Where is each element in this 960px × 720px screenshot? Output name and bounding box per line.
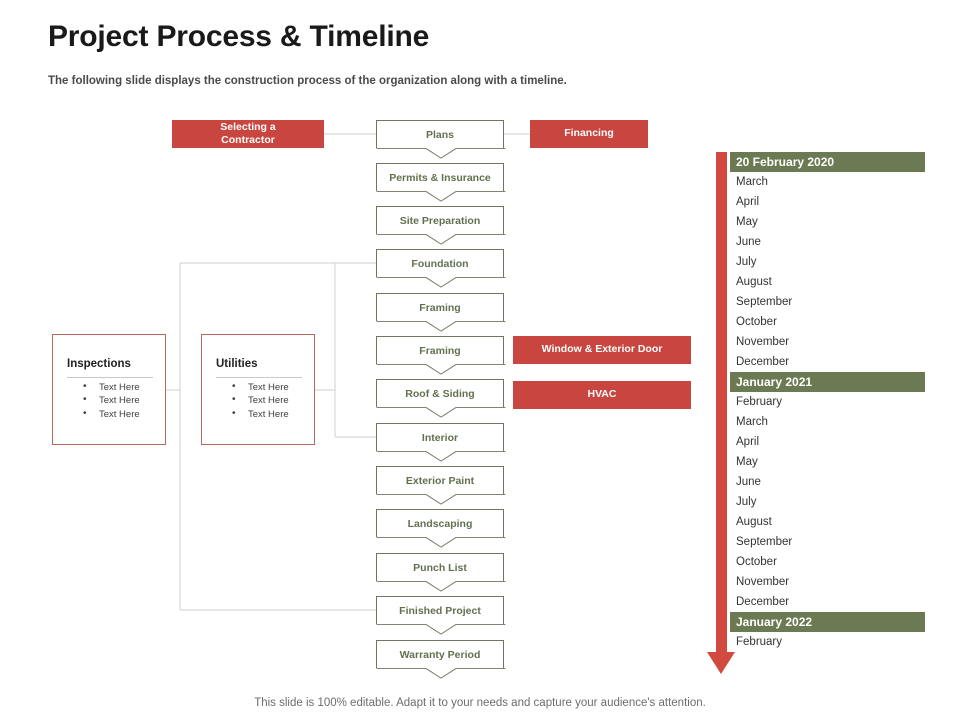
process-step-label: Framing (419, 344, 461, 357)
process-step[interactable]: Permits & Insurance (376, 163, 506, 202)
process-step[interactable]: Finished Project (376, 596, 506, 635)
process-step[interactable]: Warranty Period (376, 640, 506, 679)
callout-financing[interactable]: Financing (530, 120, 648, 148)
timeline-month[interactable]: April (736, 436, 760, 448)
timeline-month[interactable]: April (736, 196, 760, 208)
callout-hvac[interactable]: HVAC (513, 381, 691, 409)
process-step[interactable]: Landscaping (376, 509, 506, 548)
panel-title: Utilities (216, 358, 258, 370)
process-step[interactable]: Framing (376, 336, 506, 375)
timeline-month[interactable]: February (736, 396, 783, 408)
list-item: Text Here (83, 407, 140, 421)
timeline-month[interactable]: August (736, 276, 772, 288)
timeline-month[interactable]: February (736, 636, 783, 648)
process-step-label: Punch List (413, 561, 467, 574)
slide-subtitle: The following slide displays the constru… (48, 75, 567, 87)
chevron-down-icon (376, 494, 506, 505)
panel-bullet-list: Text HereText HereText Here (67, 380, 140, 421)
chevron-down-icon (376, 148, 506, 159)
process-step-label: Site Preparation (399, 214, 481, 227)
panel-inspections[interactable]: InspectionsText HereText HereText Here (52, 334, 166, 445)
process-step[interactable]: Plans (376, 120, 506, 159)
list-item: Text Here (83, 393, 140, 407)
callout-label: Financing (564, 127, 614, 140)
process-step[interactable]: Foundation (376, 249, 506, 288)
slide-footer: This slide is 100% editable. Adapt it to… (254, 697, 706, 709)
slide-title: Project Process & Timeline (48, 20, 430, 53)
timeline-month[interactable]: November (736, 336, 790, 348)
callout-label: Selecting a Contractor (220, 120, 276, 146)
timeline-year-header[interactable]: 20 February 2020 (730, 152, 925, 172)
process-step-label: Foundation (411, 257, 469, 270)
timeline-month[interactable]: June (736, 476, 761, 488)
chevron-down-icon (376, 451, 506, 462)
process-step-label: Plans (425, 128, 454, 141)
process-step[interactable]: Interior (376, 423, 506, 462)
timeline-month[interactable]: December (736, 356, 790, 368)
timeline-month[interactable]: October (736, 316, 777, 328)
panel-bullet-list: Text HereText HereText Here (216, 380, 289, 421)
list-item: Text Here (232, 393, 289, 407)
panel-divider (67, 377, 153, 378)
timeline-month[interactable]: September (736, 536, 793, 548)
process-step-label: Warranty Period (399, 648, 481, 661)
chevron-down-icon (376, 624, 506, 635)
process-step-label: Landscaping (407, 517, 473, 530)
timeline-month[interactable]: November (736, 576, 790, 588)
list-item: Text Here (232, 407, 289, 421)
chevron-down-icon (376, 581, 506, 592)
chevron-down-icon (376, 668, 506, 679)
timeline-month[interactable]: December (736, 596, 790, 608)
process-step-label: Framing (419, 301, 461, 314)
process-step-label: Interior (421, 431, 459, 444)
timeline-month[interactable]: September (736, 296, 793, 308)
process-step-label: Finished Project (399, 604, 481, 617)
timeline-year-header[interactable]: January 2022 (730, 612, 925, 632)
process-step-label: Exterior Paint (405, 474, 475, 487)
process-step[interactable]: Roof & Siding (376, 379, 506, 418)
chevron-down-icon (376, 191, 506, 202)
process-step[interactable]: Site Preparation (376, 206, 506, 245)
timeline-bar (716, 152, 727, 652)
callout-window-exterior-door[interactable]: Window & Exterior Door (513, 336, 691, 364)
chevron-down-icon (376, 321, 506, 332)
timeline-month[interactable]: May (736, 456, 758, 468)
panel-divider (216, 377, 302, 378)
timeline-month[interactable]: July (736, 256, 757, 268)
timeline-month[interactable]: June (736, 236, 761, 248)
chevron-down-icon (376, 537, 506, 548)
list-item: Text Here (232, 380, 289, 394)
process-step-label: Permits & Insurance (389, 171, 491, 184)
timeline-arrow-icon (707, 652, 735, 674)
timeline-month[interactable]: October (736, 556, 777, 568)
callout-selecting-a-contractor[interactable]: Selecting a Contractor (172, 120, 324, 148)
timeline-month[interactable]: July (736, 496, 757, 508)
timeline-month[interactable]: May (736, 216, 758, 228)
process-step-label: Roof & Siding (405, 387, 475, 400)
chevron-down-icon (376, 234, 506, 245)
panel-title: Inspections (67, 358, 131, 370)
timeline-year-header[interactable]: January 2021 (730, 372, 925, 392)
chevron-down-icon (376, 364, 506, 375)
chevron-down-icon (376, 277, 506, 288)
process-step[interactable]: Exterior Paint (376, 466, 506, 505)
callout-label: HVAC (587, 388, 617, 401)
process-step[interactable]: Punch List (376, 553, 506, 592)
chevron-down-icon (376, 407, 506, 418)
list-item: Text Here (83, 380, 140, 394)
timeline-month[interactable]: March (736, 176, 768, 188)
timeline-month[interactable]: March (736, 416, 768, 428)
callout-label: Window & Exterior Door (541, 343, 663, 356)
panel-utilities[interactable]: UtilitiesText HereText HereText Here (201, 334, 315, 445)
timeline-month[interactable]: August (736, 516, 772, 528)
process-step[interactable]: Framing (376, 293, 506, 332)
